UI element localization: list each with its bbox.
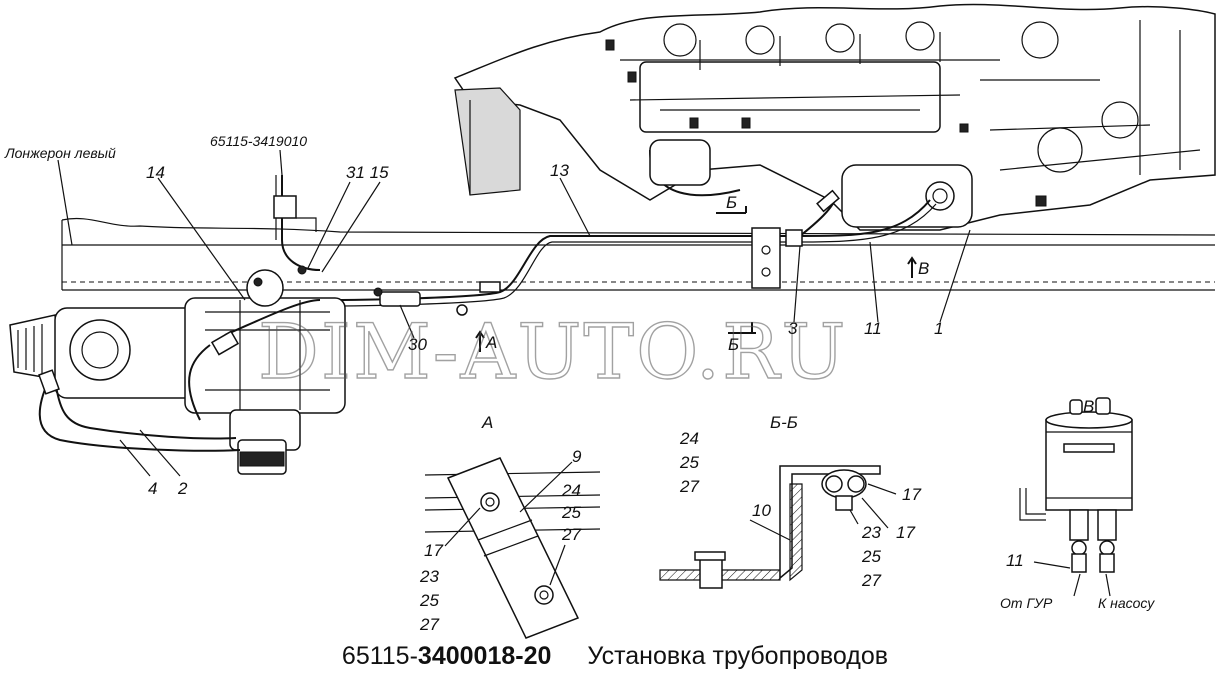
view-bb: Б-Б 24 25 27 10 17 17 23 25 27 [659,413,921,590]
label-2: 2 [177,479,188,498]
view-v-title: В [1083,397,1094,416]
label-14: 14 [146,163,165,182]
view-a-right-27: 27 [561,525,581,544]
view-a-left-23: 23 [419,567,439,586]
view-v-to-pump: К насосу [1098,595,1155,611]
label-section-b-bottom: Б [728,335,739,354]
label-13: 13 [550,161,569,180]
view-bb-title: Б-Б [770,413,798,432]
label-section-b-top: Б [726,193,737,212]
drawing-caption: 65115-3400018-20 Установка трубопроводов [0,642,1230,671]
view-bb-bottom-25: 25 [861,547,881,566]
view-v-11: 11 [1006,551,1024,570]
label-11: 11 [864,319,882,338]
label-4: 4 [148,479,157,498]
pipeline-11 [799,189,840,237]
fittings-30 [373,281,501,316]
view-bb-left-27: 27 [679,477,699,496]
view-bb-bottom-23: 23 [861,523,881,542]
view-a-right-24: 24 [561,481,581,500]
label-31-15: 31 15 [346,163,389,182]
view-a-right-25: 25 [561,503,581,522]
frame-clamp [751,227,803,289]
label-section-v: В [918,259,929,278]
view-a-9: 9 [572,447,582,466]
view-v-from-gur: От ГУР [1000,595,1053,611]
view-v: В 11 От ГУР К насосу [1000,397,1155,611]
label-section-a: А [485,333,497,352]
view-bb-bottom-27: 27 [861,571,881,590]
view-bb-17a: 17 [902,485,921,504]
view-a: А 9 24 25 27 27 17 23 25 27 [419,413,601,639]
engine-block [453,3,1216,231]
label-1: 1 [934,319,943,338]
view-a-left-27: 27 [419,615,439,634]
leader-lines [57,149,971,477]
label-part-number: 65115-3419010 [210,133,307,149]
caption-title: Установка трубопроводов [587,642,889,670]
main-labels: Лонжерон левый 65115-3419010 14 31 15 13… [4,133,943,498]
caption-code: 3400018-20 [417,642,552,670]
frame-rail [61,217,1216,291]
watermark: DIM-AUTO.RU [258,307,847,396]
bracket-65115-3419010 [273,175,321,271]
view-bb-10: 10 [752,501,771,520]
label-3: 3 [788,319,798,338]
section-arrows [475,206,917,352]
steering-gear [9,265,346,475]
label-30: 30 [408,335,427,354]
view-bb-left-25: 25 [679,453,699,472]
view-bb-17b: 17 [896,523,915,542]
view-a-title: А [481,413,493,432]
label-longeron: Лонжерон левый [4,145,116,161]
pipes-4-2 [38,299,321,452]
view-a-left-17: 17 [424,541,443,560]
view-bb-left-24: 24 [679,429,699,448]
caption-prefix: 65115- [341,642,418,670]
view-a-left-25: 25 [419,591,439,610]
